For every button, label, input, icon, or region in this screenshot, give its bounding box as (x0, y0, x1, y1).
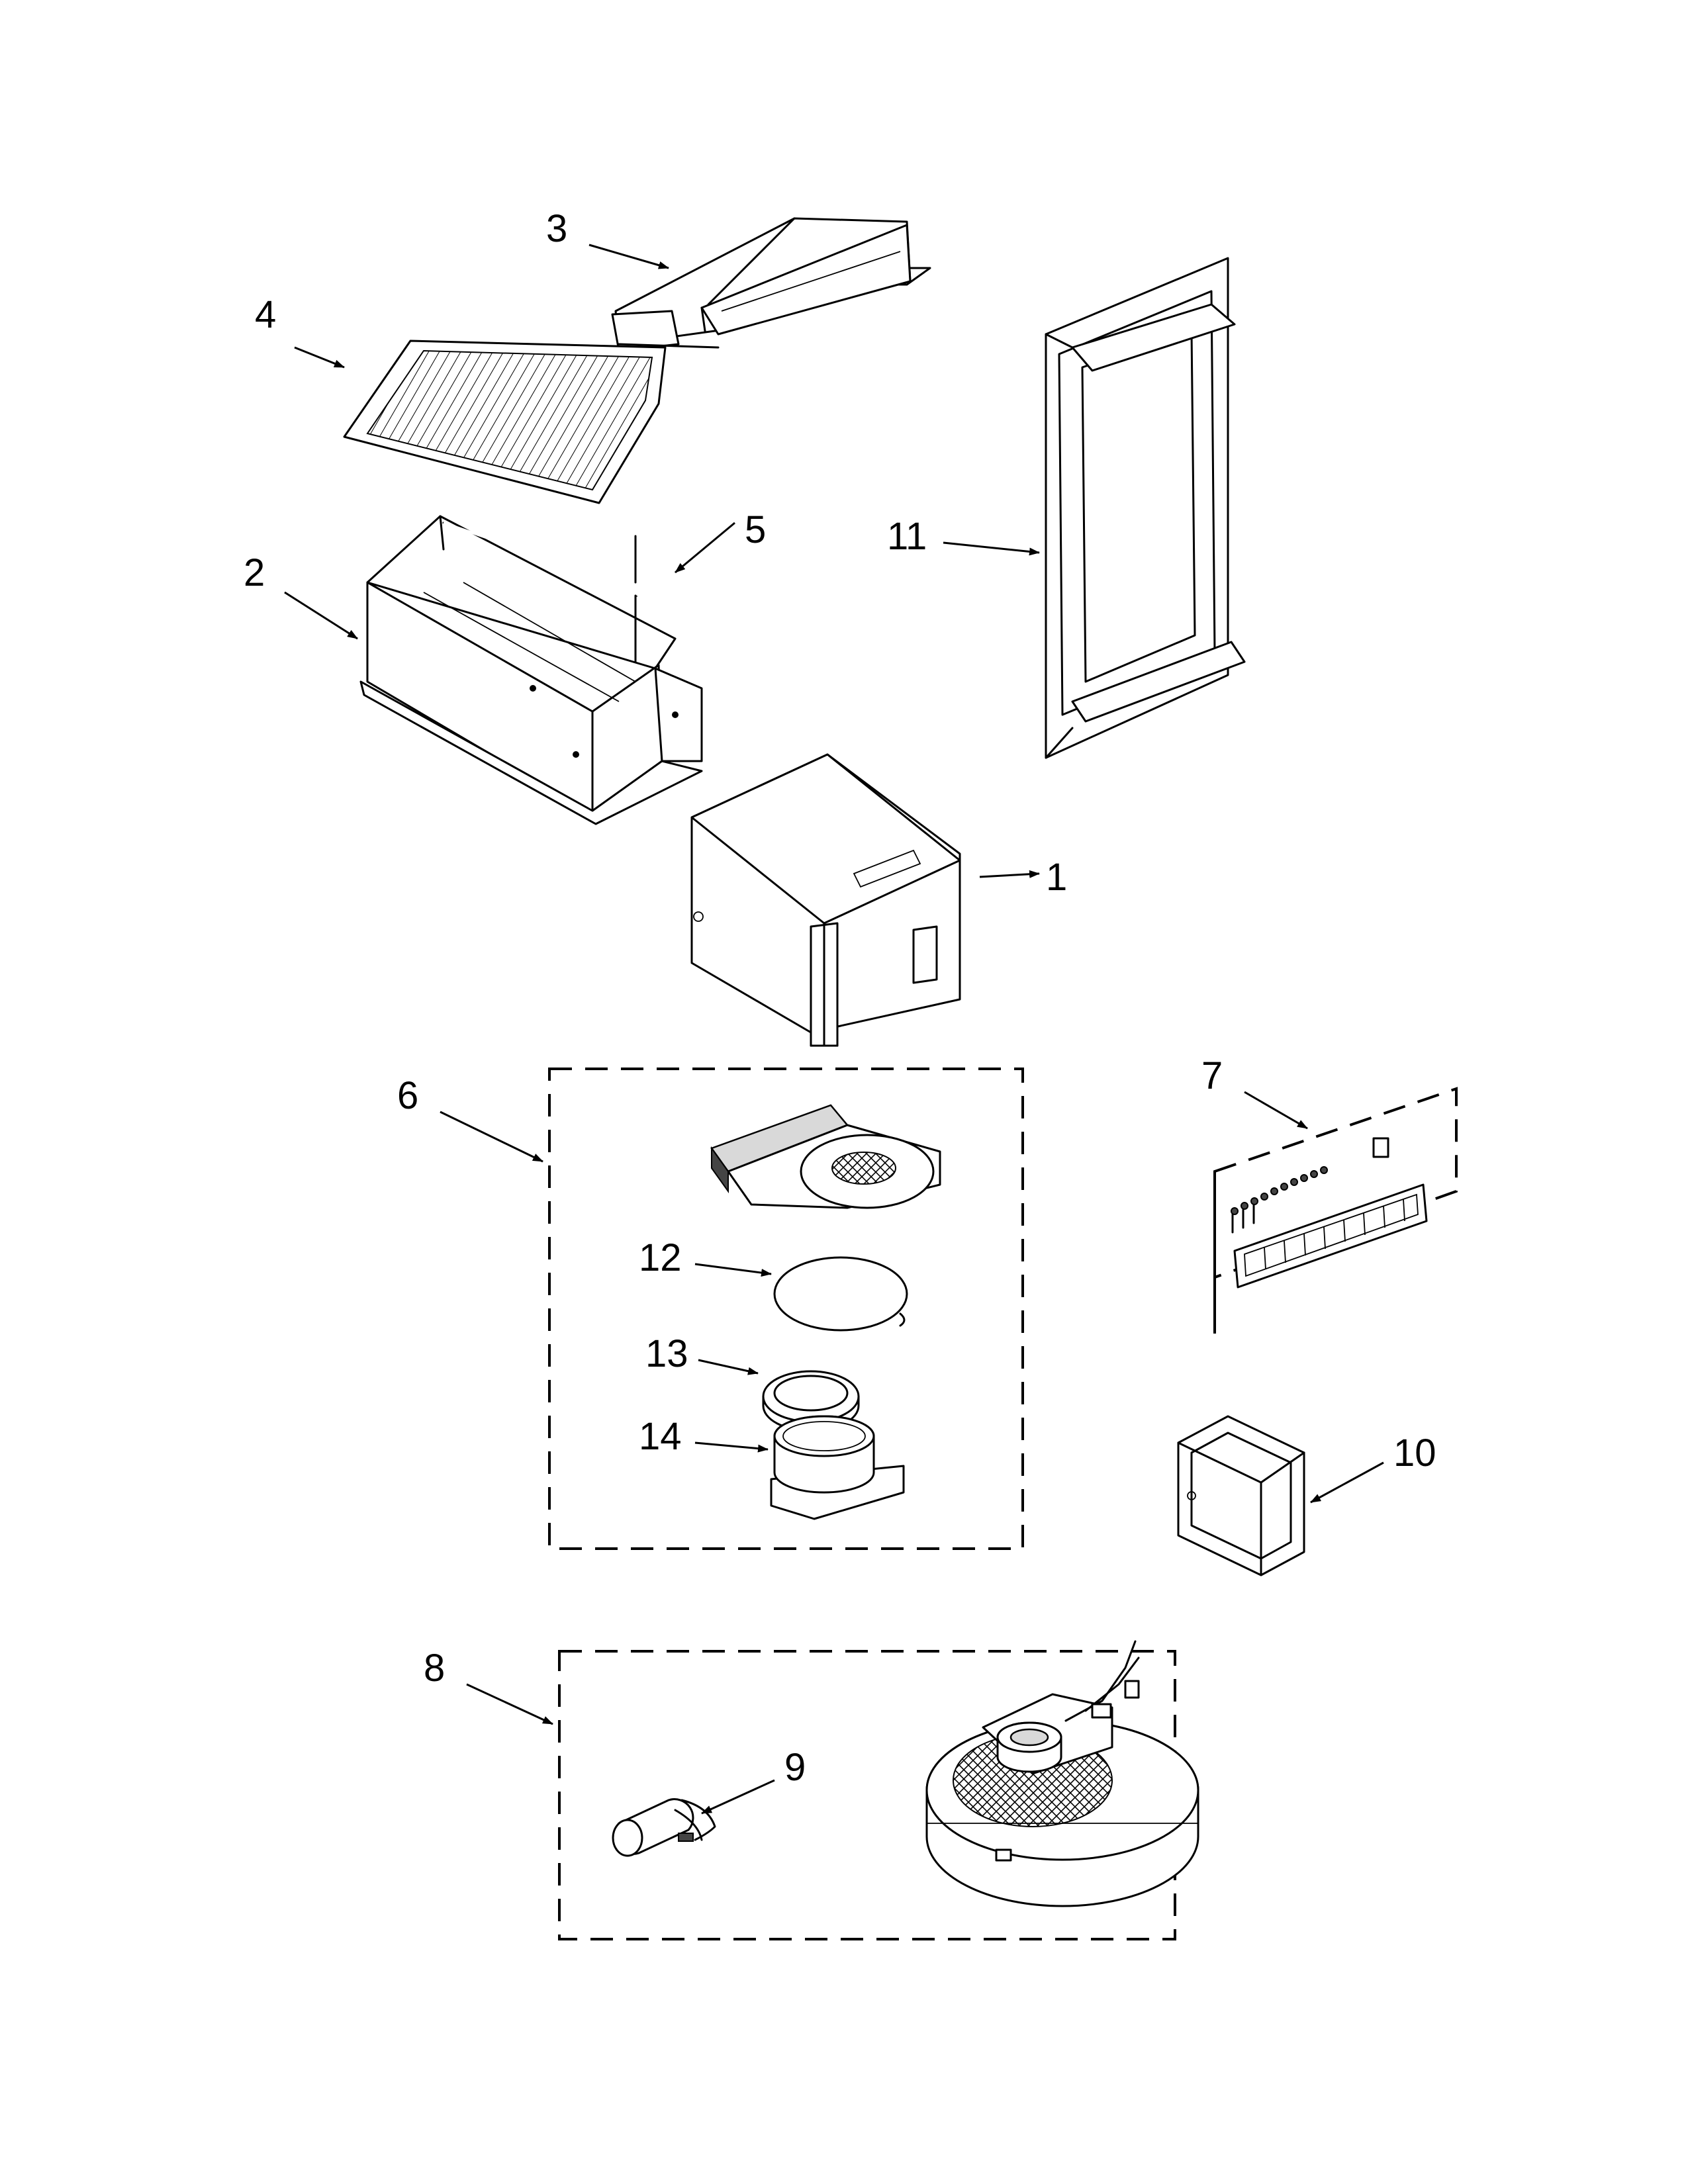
part-2-housing (359, 515, 703, 825)
callout-5: 5 (745, 508, 766, 551)
part-8-blower-motor (925, 1640, 1199, 1907)
callout-arrows (284, 244, 1384, 1815)
callout-13: 13 (645, 1332, 688, 1375)
callout-8: 8 (424, 1647, 445, 1690)
part-4-grease-filter (343, 340, 667, 504)
part-5-tube (442, 522, 674, 663)
callout-14: 14 (639, 1415, 682, 1458)
callout-7: 7 (1201, 1054, 1223, 1097)
part-14-adapter (770, 1415, 905, 1520)
callout-1: 1 (1046, 856, 1067, 899)
part-3-top-duct (611, 217, 931, 352)
part-9-capacitor (612, 1798, 716, 1857)
group-6-box (548, 1068, 1024, 1550)
callout-4: 4 (255, 293, 276, 336)
callout-11: 11 (887, 515, 927, 558)
callout-labels: 1 2 3 4 5 6 7 8 9 10 11 12 13 14 (244, 207, 1436, 1789)
callout-9: 9 (784, 1746, 806, 1789)
callout-10: 10 (1393, 1432, 1436, 1475)
part-7-vent-grille (1231, 1137, 1428, 1289)
part-11-frame (1045, 257, 1246, 759)
callout-6: 6 (397, 1074, 418, 1117)
callout-3: 3 (546, 207, 567, 250)
part-10-bracket (1177, 1415, 1305, 1576)
part-1-cover (690, 753, 961, 1047)
part-6-damper-assembly (710, 1104, 941, 1209)
callout-12: 12 (639, 1236, 682, 1279)
part-12-ring (773, 1256, 908, 1332)
callout-2: 2 (244, 551, 265, 594)
